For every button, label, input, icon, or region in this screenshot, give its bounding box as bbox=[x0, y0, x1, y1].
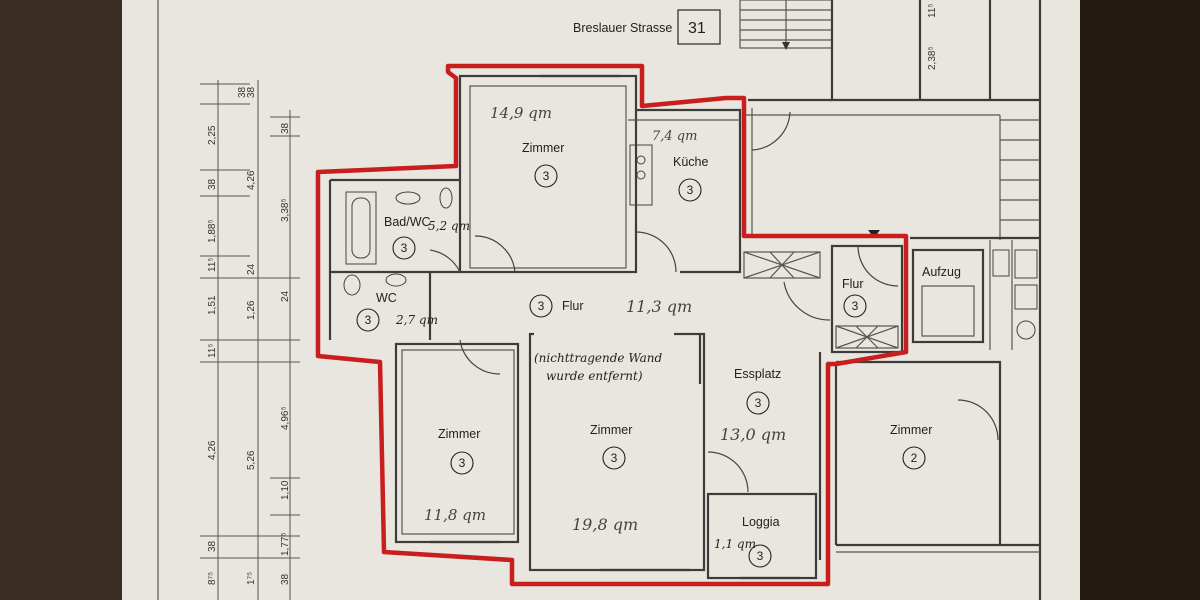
street-name: Breslauer Strasse bbox=[573, 21, 672, 35]
dim-label: 1,77⁵ bbox=[280, 532, 291, 556]
neighbour-walls bbox=[745, 0, 1042, 600]
room-label-essplatz: Essplatz bbox=[734, 367, 781, 381]
room-number-kueche: 3 bbox=[687, 183, 694, 197]
room-label-flur-main: Flur bbox=[562, 299, 584, 313]
dim-label: 1,88⁵ bbox=[207, 219, 218, 243]
left-background bbox=[0, 0, 124, 600]
room-label-zimmer-left: Zimmer bbox=[438, 427, 480, 441]
dim-label: 3,38⁵ bbox=[280, 198, 291, 222]
dim-label: 24 bbox=[280, 290, 291, 302]
room-number-circle bbox=[450, 451, 474, 475]
room-number-circle bbox=[902, 446, 926, 470]
dimension-labels-right: 2,38⁵ 11⁵ bbox=[927, 3, 938, 70]
room-number-zimmer-right: 2 bbox=[911, 451, 918, 465]
room-label-flur-small: Flur bbox=[842, 277, 864, 291]
area-note-zimmer-top: 14,9 qm bbox=[490, 104, 552, 122]
area-note-flur-main: 11,3 qm bbox=[626, 297, 692, 316]
house-number-box bbox=[677, 9, 721, 45]
dim-label: 11⁵ bbox=[207, 257, 218, 272]
room-number-flur-small: 3 bbox=[852, 299, 859, 313]
dim-label: 4,96⁵ bbox=[280, 406, 291, 430]
dim-label: 38 bbox=[237, 86, 248, 98]
dimension-lines bbox=[200, 80, 300, 600]
dim-label: 38 bbox=[246, 86, 257, 98]
house-number: 31 bbox=[688, 20, 706, 37]
room-number-flur-main: 3 bbox=[538, 299, 545, 313]
dim-label: 1,26 bbox=[246, 300, 257, 320]
dim-label: 4,26 bbox=[207, 440, 218, 460]
room-number-wc: 3 bbox=[365, 313, 372, 327]
room-label-zimmer-right: Zimmer bbox=[890, 423, 932, 437]
dimension-labels-outer: 38 2,25 38 1,88⁵ 11⁵ 1,51 11⁵ 4,26 38 8⁷… bbox=[207, 86, 248, 585]
note-line-1: (nichttragende Wand bbox=[534, 351, 663, 365]
room-number-zimmer-top: 3 bbox=[543, 169, 550, 183]
dim-label: 11⁵ bbox=[927, 3, 938, 18]
room-number-zimmer-center: 3 bbox=[611, 451, 618, 465]
dimension-labels-inner: 38 4,26 24 1,26 4,96⁵ 1,10 1,77⁵ 1⁷⁵ 38 bbox=[246, 86, 291, 585]
apartment-outline bbox=[315, 63, 909, 587]
dim-label: 2,38⁵ bbox=[927, 46, 938, 70]
right-background bbox=[1078, 0, 1200, 600]
dim-label: 38 bbox=[207, 178, 218, 190]
room-number-circle bbox=[392, 236, 416, 260]
room-labels: Zimmer 3 14,9 qm Küche 3 7,4 qm Bad/WC 3… bbox=[356, 104, 932, 568]
room-number-circle bbox=[534, 164, 558, 188]
dim-label: 8⁷⁵ bbox=[207, 572, 218, 585]
dim-label: 38 bbox=[280, 573, 291, 585]
room-label-kueche: Küche bbox=[673, 155, 708, 169]
room-number-circle bbox=[843, 294, 867, 318]
room-label-aufzug: Aufzug bbox=[922, 265, 961, 279]
area-note-bad: 5,2 qm bbox=[428, 219, 470, 233]
elevator-shaft: Aufzug bbox=[911, 248, 985, 344]
room-label-zimmer-top: Zimmer bbox=[522, 141, 564, 155]
dimension-labels-third: 3,38⁵ 24 5,26 38 bbox=[246, 122, 291, 470]
dim-label: 11⁵ bbox=[207, 343, 218, 358]
dim-label: 2,25 bbox=[207, 125, 218, 145]
room-number-zimmer-left: 3 bbox=[459, 456, 466, 470]
dim-label: 1,51 bbox=[207, 295, 218, 315]
dim-label: 1⁷⁵ bbox=[246, 572, 257, 585]
room-number-circle bbox=[529, 294, 553, 318]
area-note-loggia: 1,1 qm bbox=[714, 537, 756, 551]
room-number-circle bbox=[602, 446, 626, 470]
dim-label: 38 bbox=[280, 122, 291, 134]
room-number-circle bbox=[748, 544, 772, 568]
room-number-circle bbox=[678, 178, 702, 202]
dim-label: 38 bbox=[207, 540, 218, 552]
note-line-2: wurde entfernt) bbox=[546, 369, 643, 383]
room-number-circle bbox=[746, 391, 770, 415]
room-label-wc: WC bbox=[376, 291, 397, 305]
area-note-essplatz: 13,0 qm bbox=[720, 425, 786, 444]
dim-label: 24 bbox=[246, 263, 257, 275]
room-number-loggia: 3 bbox=[757, 549, 764, 563]
room-label-zimmer-center: Zimmer bbox=[590, 423, 632, 437]
room-number-circle bbox=[356, 308, 380, 332]
area-note-wc: 2,7 qm bbox=[395, 313, 438, 327]
room-number-essplatz: 3 bbox=[755, 396, 762, 410]
removed-wall-note: (nichttragende Wand wurde entfernt) bbox=[534, 332, 674, 383]
area-note-zimmer-center: 19,8 qm bbox=[572, 515, 638, 534]
room-label-loggia: Loggia bbox=[742, 515, 780, 529]
area-note-zimmer-left: 11,8 qm bbox=[424, 506, 486, 524]
dim-label: 5,26 bbox=[246, 450, 257, 470]
room-number-bad: 3 bbox=[401, 241, 408, 255]
street-header: Breslauer Strasse 31 bbox=[573, 9, 721, 45]
room-label-bad: Bad/WC bbox=[384, 215, 431, 229]
dim-label: 1,10 bbox=[280, 480, 291, 500]
dim-label: 4,26 bbox=[246, 170, 257, 190]
paper-sheet bbox=[122, 0, 1080, 600]
area-note-kueche: 7,4 qm bbox=[652, 129, 697, 144]
